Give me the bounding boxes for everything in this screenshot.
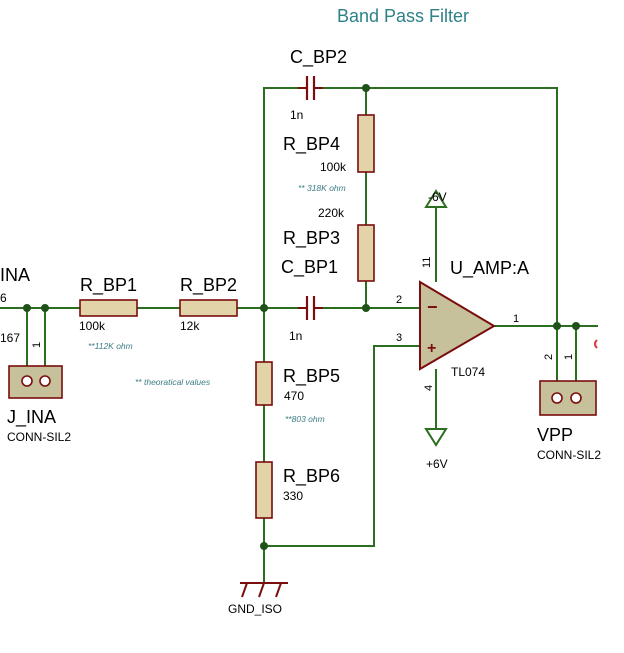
u-amp-part: TL074 — [451, 365, 485, 379]
resistor-r-bp2[interactable]: R_BP2 12k — [179, 275, 238, 333]
op-amp-body — [419, 280, 496, 371]
supply-neg-6v: -6V — [424, 189, 448, 208]
j-ina-pin1: 1 — [31, 342, 43, 348]
junction-dot — [260, 304, 268, 312]
resistor-body — [357, 114, 375, 173]
c-bp1-ref: C_BP1 — [281, 257, 338, 278]
theoretical-values-note: ** theoratical values — [135, 377, 211, 387]
resistor-r-bp4[interactable]: R_BP4 100k ** 318K ohm — [283, 114, 375, 193]
r-bp4-value: 100k — [320, 160, 347, 174]
ground-stroke — [275, 582, 282, 598]
j-ina-part: CONN-SIL2 — [7, 430, 71, 444]
vpp-pin2: 2 — [543, 354, 555, 360]
pin-vneg: 11 — [421, 257, 433, 268]
j-ina-ref: J_INA — [7, 407, 56, 428]
noninverting-input-sign: + — [427, 340, 436, 357]
j-ina-pin-fragment: 167 — [0, 331, 20, 345]
ina-net-fragment: 6 — [0, 291, 7, 305]
supply-pos-6v: +6V — [424, 428, 448, 471]
connector-pin — [570, 392, 582, 404]
r-bp2-value: 12k — [180, 319, 200, 333]
junction-dot — [260, 542, 268, 550]
r-bp4-ref: R_BP4 — [283, 134, 340, 155]
vpp-ref: VPP — [537, 425, 573, 445]
connector-body — [8, 365, 63, 399]
capacitor-c-bp2[interactable]: C_BP2 1n — [290, 47, 347, 122]
r-bp6-value: 330 — [283, 489, 303, 503]
r-bp3-ref: R_BP3 — [283, 228, 340, 249]
resistor-body — [179, 299, 238, 317]
pin-inv: 2 — [396, 294, 402, 306]
vpp-pin1: 1 — [563, 354, 575, 360]
pin-noninv: 3 — [396, 332, 402, 344]
pos-supply-label: +6V — [426, 457, 448, 471]
vpp-part: CONN-SIL2 — [537, 448, 601, 462]
resistor-r-bp3[interactable]: 220k R_BP3 — [283, 206, 375, 282]
wires — [0, 87, 598, 583]
offscreen-mark — [594, 339, 598, 349]
r-bp5-ref: R_BP5 — [283, 366, 340, 387]
r-bp4-note: ** 318K ohm — [298, 183, 346, 193]
c-bp1-value: 1n — [289, 329, 302, 343]
connector-pin — [551, 392, 563, 404]
pin-out: 1 — [513, 313, 519, 325]
r-bp3-value: 220k — [318, 206, 345, 220]
pin-vpos: 4 — [423, 385, 435, 391]
junction-dot — [23, 304, 31, 312]
resistor-r-bp6[interactable]: R_BP6 330 — [255, 461, 340, 519]
r-bp1-value: 100k — [79, 319, 106, 333]
r-bp1-note: **112K ohm — [88, 341, 133, 351]
connector-j-ina[interactable]: J_INA CONN-SIL2 INA 6 167 1 — [0, 265, 71, 444]
r-bp6-ref: R_BP6 — [283, 466, 340, 487]
r-bp5-value: 470 — [284, 389, 304, 403]
r-bp5-note: **803 ohm — [285, 414, 325, 424]
connector-pin — [21, 375, 33, 387]
capacitor-c-bp1[interactable]: C_BP1 1n — [281, 257, 338, 343]
wire-noninv — [264, 345, 420, 547]
c-bp2-ref: C_BP2 — [290, 47, 347, 68]
inverting-input-sign: − — [427, 297, 438, 317]
ina-net-label: INA — [0, 265, 30, 285]
neg-supply-label: -6V — [428, 190, 447, 204]
supply-arrow — [424, 189, 448, 208]
supply-arrow — [424, 428, 448, 447]
connector-body — [539, 380, 597, 416]
schematic-title: Band Pass Filter — [337, 6, 469, 26]
resistor-body — [79, 299, 138, 317]
ground-stroke — [241, 582, 248, 598]
gnd-iso-label: GND_ISO — [228, 602, 282, 616]
c-bp2-value: 1n — [290, 108, 303, 122]
junction-dot — [572, 322, 580, 330]
resistor-r-bp1[interactable]: R_BP1 100k **112K ohm — [79, 275, 138, 351]
r-bp2-ref: R_BP2 — [180, 275, 237, 296]
ground-stroke — [258, 582, 265, 598]
junction-dots — [23, 84, 580, 550]
resistor-body — [255, 461, 273, 519]
connector-vpp[interactable]: VPP CONN-SIL2 2 1 — [537, 354, 601, 462]
junction-dot — [553, 322, 561, 330]
junction-dot — [362, 84, 370, 92]
resistor-body — [255, 361, 273, 406]
resistor-body — [357, 224, 375, 282]
r-bp1-ref: R_BP1 — [80, 275, 137, 296]
resistor-r-bp5[interactable]: R_BP5 470 **803 ohm — [255, 361, 340, 424]
wire-feedback-left — [263, 87, 298, 308]
wire-feedback-top — [323, 87, 558, 326]
connector-pin — [39, 375, 51, 387]
u-amp-ref: U_AMP:A — [450, 258, 529, 279]
junction-dot — [362, 304, 370, 312]
junction-dot — [41, 304, 49, 312]
ground-symbol-gnd-iso: GND_ISO — [228, 582, 288, 616]
op-amp-u-amp-a[interactable]: − + U_AMP:A TL074 2 3 1 11 4 — [396, 257, 529, 391]
